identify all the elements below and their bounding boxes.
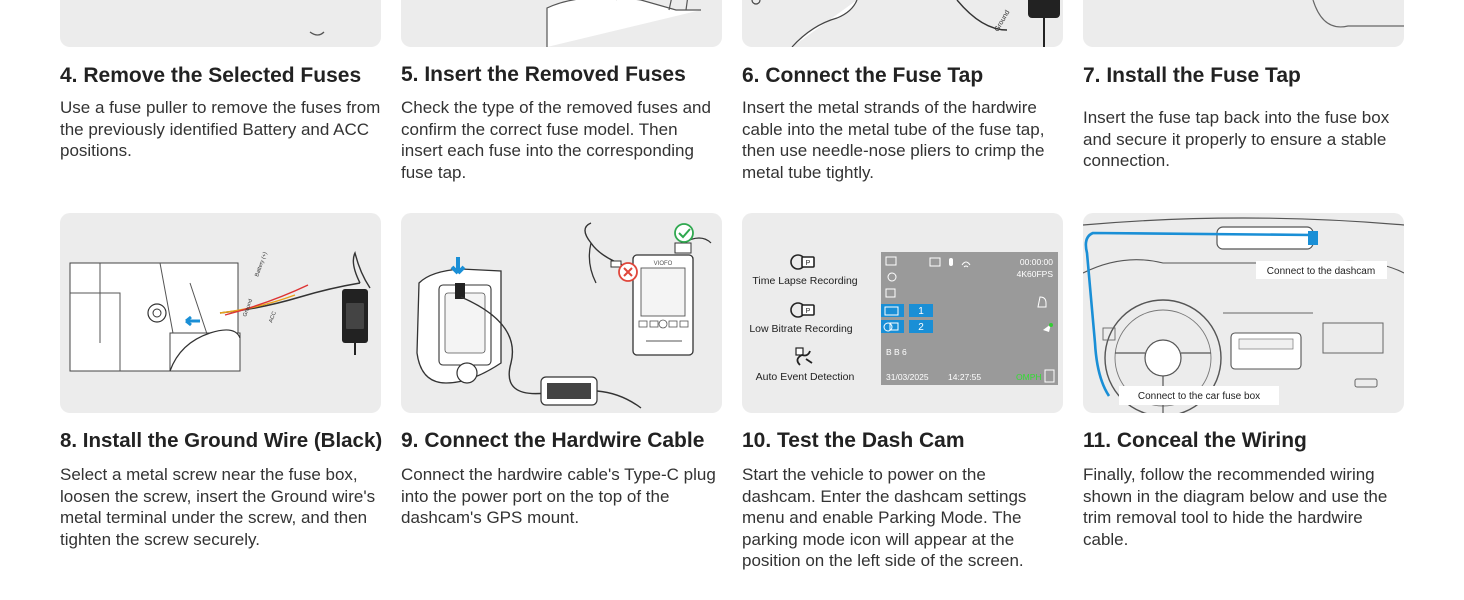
wiring-route-illustration: Connect to the dashcam Connect to the ca… — [1083, 213, 1404, 413]
step-title: 10. Test the Dash Cam — [742, 429, 965, 452]
fuse-tap-crimp-illustration: Ground — [742, 0, 1063, 47]
step-title: 5. Insert the Removed Fuses — [401, 63, 686, 86]
step-title: 6. Connect the Fuse Tap — [742, 64, 984, 87]
step-description: Check the type of the removed fuses and … — [401, 98, 711, 182]
screen-clock: 14:27:55 — [948, 372, 981, 382]
speed-text: OMPH — [1016, 372, 1042, 382]
step-title: 7. Install the Fuse Tap — [1083, 64, 1301, 87]
low-bitrate-icon: P — [790, 302, 815, 318]
step-title: 11. Conceal the Wiring — [1083, 429, 1307, 452]
time-lapse-icon: P — [790, 254, 815, 270]
mode-label: Low Bitrate Recording — [749, 323, 852, 335]
auto-event-icon — [795, 347, 813, 366]
ground-wire-label: Ground — [242, 298, 254, 317]
mode-badge-2: 2 — [918, 322, 924, 333]
hardwire-cable-illustration: VIOFO — [401, 213, 722, 413]
mode-label: Time Lapse Recording — [752, 275, 857, 287]
dashcam-screen — [881, 252, 1058, 385]
svg-text:P: P — [806, 260, 811, 267]
rec-time: 00:00:00 — [1020, 257, 1053, 267]
dashcam-screen-illustration: P Time Lapse Recording P Low Bitrate Rec… — [742, 213, 1063, 413]
fuse-insert-illustration — [401, 0, 722, 47]
step-description: Start the vehicle to power on the dashca… — [742, 465, 1027, 570]
fuse-puller-illustration — [60, 0, 381, 47]
step-description: Finally, follow the recommended wiring s… — [1083, 465, 1388, 549]
step-description: Select a metal screw near the fuse box, … — [60, 465, 376, 549]
ground-wire-illustration: Battery (+) Ground ACC — [60, 213, 381, 413]
svg-text:P: P — [806, 308, 811, 315]
battery-wire-label: Battery (+) — [254, 251, 269, 277]
mode-badge-1: 1 — [918, 306, 924, 317]
plate-text: B B 6 — [886, 347, 907, 357]
step-title: 4. Remove the Selected Fuses — [60, 64, 362, 87]
dashcam-connection-label: Connect to the dashcam — [1267, 266, 1375, 277]
step-description: Insert the fuse tap back into the fuse b… — [1083, 108, 1390, 170]
step-title: 8. Install the Ground Wire (Black) — [60, 429, 383, 452]
screen-date: 31/03/2025 — [886, 372, 929, 382]
step-description: Connect the hardwire cable's Type-C plug… — [401, 465, 716, 527]
step-title: 9. Connect the Hardwire Cable — [401, 429, 705, 452]
acc-wire-label: ACC — [268, 311, 278, 324]
step-description: Insert the metal strands of the hardwire… — [742, 98, 1045, 182]
mode-label: Auto Event Detection — [756, 371, 855, 383]
fusebox-connection-label: Connect to the car fuse box — [1138, 391, 1260, 402]
resolution: 4K60FPS — [1017, 269, 1054, 279]
step-description: Use a fuse puller to remove the fuses fr… — [60, 98, 381, 160]
fuse-tap-install-illustration — [1083, 0, 1404, 47]
brand-label: VIOFO — [654, 261, 673, 267]
